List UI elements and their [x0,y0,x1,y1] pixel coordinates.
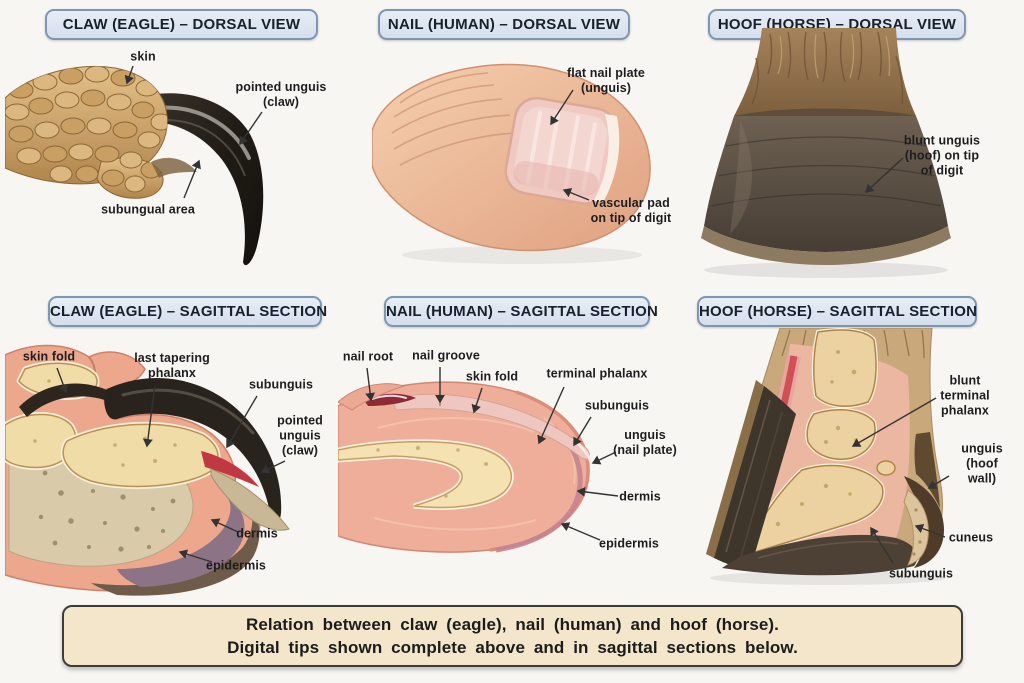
panel-title-claw-eagle-dorsal: CLAW (EAGLE) – DORSAL VIEW [45,9,318,40]
label-skin: skin [130,49,156,64]
eagle-claw-dorsal-illustration [5,65,264,266]
hoof-wall-rear [914,432,940,508]
hoof-capsule-shape [701,116,951,265]
subunguis-wedge [210,468,290,531]
horse-hoof-dorsal-illustration [701,28,951,278]
label-epidermis-human: epidermis [599,536,659,551]
label-cuneus: cuneus [948,530,994,545]
hoof-section-shadow [710,571,946,585]
nail-free-edge [593,113,620,202]
label-skin-fold-human: skin fold [465,369,519,384]
label-subunguis-eagle: subunguis [248,377,314,392]
dermis-band [117,497,245,587]
label-nail-groove: nail groove [412,348,480,363]
hoof-ground-shadow [704,262,948,278]
label-subunguis-horse: subunguis [888,566,954,581]
furry-pastern-shape [734,28,916,122]
hoof-bottom-rim [701,226,951,265]
label-nail-root: nail root [342,349,394,364]
label-terminal-phalanx: terminal phalanx [546,366,648,381]
knuckle-wrinkles [391,72,517,166]
nail-plate-shape [504,96,620,205]
label-blunt-terminal-phalanx: blunt terminal phalanx [940,373,990,418]
horse-hoof-sagittal-illustration [706,328,946,585]
label-last-tapering-phalanx: last tapering phalanx [134,351,210,380]
label-skin-fold-eagle: skin fold [22,349,76,364]
epidermis-band [91,505,260,596]
label-dermis-eagle: dermis [236,526,278,541]
label-vascular-pad: vascular pad on tip of digit [590,196,672,225]
label-subungual-area: subungual area [101,202,195,217]
caption-line-1: Relation between claw (eagle), nail (hum… [245,614,780,634]
caption-line-2: Digital tips shown complete above and in… [227,637,798,657]
label-unguis-hoof-wall: unguis (hoof wall) [961,441,1003,486]
label-dermis-human: dermis [619,489,661,504]
finger-shadow [402,246,642,264]
caption-box: Relation between claw (eagle), nail (hum… [62,605,963,667]
panel-title-hoof-horse-sagittal: HOOF (HORSE) – SAGITTAL SECTION [697,296,977,327]
eagle-claw-sagittal-illustration [5,344,290,596]
panel-title-claw-eagle-sagittal: CLAW (EAGLE) – SAGITTAL SECTION [48,296,327,327]
label-pointed-unguis-section: pointed unguis (claw) [277,413,323,458]
terminal-phalanx-bone [338,439,514,510]
label-subunguis-human: subunguis [584,398,650,413]
panel-title-nail-human-sagittal: NAIL (HUMAN) – SAGITTAL SECTION [384,296,658,327]
digit-bones [738,328,896,560]
talon-shape [132,93,264,266]
label-unguis-nail-plate: unguis (nail plate) [613,428,677,457]
label-epidermis-eagle: epidermis [206,558,266,573]
label-pointed-unguis: pointed unguis (claw) [235,80,327,109]
hoof-wall-front [706,380,796,570]
label-flat-nail-plate: flat nail plate (unguis) [567,66,645,95]
subungual-area-shape [151,157,197,178]
scaled-toe-shape [5,65,197,199]
label-blunt-unguis: blunt unguis (hoof) on tip of digit [903,133,981,178]
quick-tissue [201,451,259,487]
human-fingertip-dorsal-illustration [372,63,651,264]
panel-title-nail-human-dorsal: NAIL (HUMAN) – DORSAL VIEW [378,9,630,40]
